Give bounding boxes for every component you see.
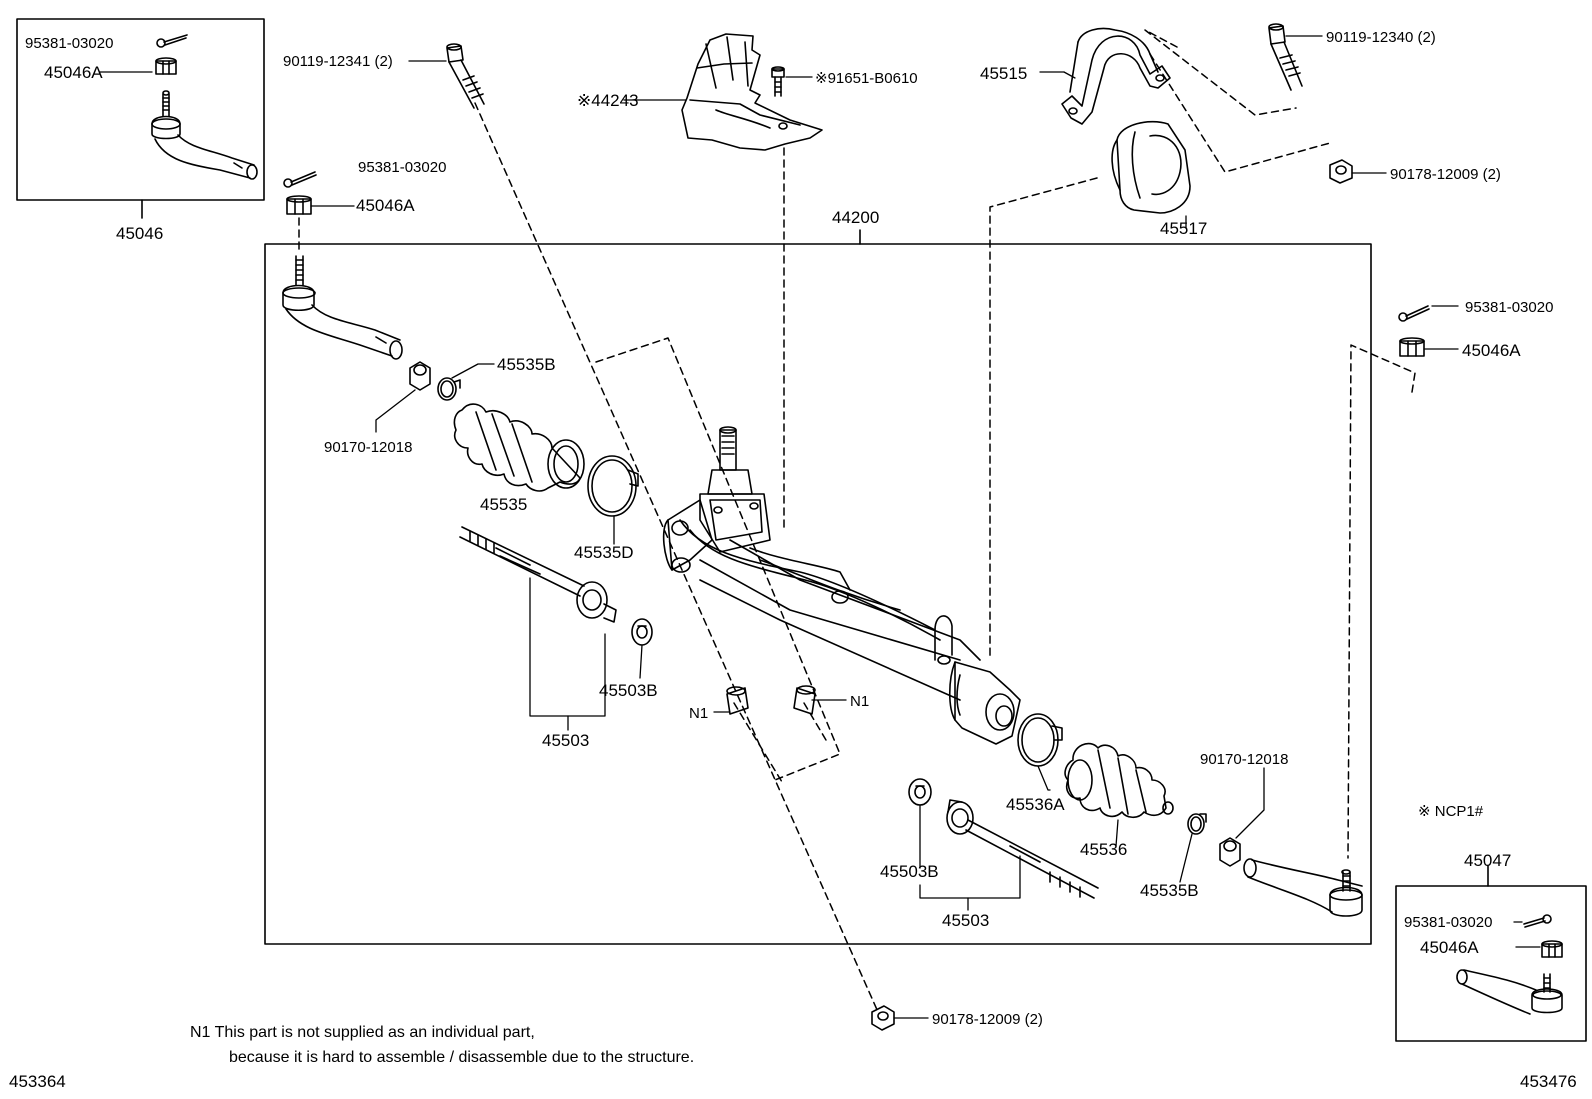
cotter-pin-icon xyxy=(1398,305,1430,322)
label-45535: 45535 xyxy=(480,495,527,514)
label-45046a: 45046A xyxy=(1462,341,1521,360)
clamp-ring-icon xyxy=(1017,713,1063,767)
label-45536a: 45536A xyxy=(1006,795,1065,814)
cotter-pin-icon xyxy=(1523,914,1552,928)
label-45046a: 45046A xyxy=(356,196,415,215)
label-45536: 45536 xyxy=(1080,840,1127,859)
cotter-pin-icon xyxy=(283,171,317,188)
label-45047: 45047 xyxy=(1464,851,1511,870)
bolt-icon xyxy=(1268,23,1303,91)
bracket-icon xyxy=(1061,27,1171,125)
label-45503: 45503 xyxy=(542,731,589,750)
lock-nut-icon xyxy=(409,361,431,391)
label-91651-b0610: ※91651-B0610 xyxy=(815,70,918,87)
small-clamp-icon xyxy=(437,377,461,401)
part-labels: 95381-03020 45046A 45046 90119-12341 (2)… xyxy=(25,29,1553,1028)
boot-icon xyxy=(1064,742,1174,819)
reference-number-left: 453364 xyxy=(9,1072,66,1091)
flange-nut-icon xyxy=(871,1005,895,1031)
boot-icon xyxy=(453,403,585,492)
label-45503b: 45503B xyxy=(880,862,939,881)
small-clamp-icon xyxy=(1187,813,1207,835)
footnote-line-2: because it is hard to assemble / disasse… xyxy=(229,1049,695,1066)
label-90178-12009: 90178-12009 (2) xyxy=(932,1011,1043,1028)
label-45535d: 45535D xyxy=(574,543,634,562)
label-45503: 45503 xyxy=(942,911,989,930)
label-44243: ※44243 xyxy=(577,91,639,110)
label-90170-12018: 90170-12018 xyxy=(1200,751,1288,768)
kit-45046-frame xyxy=(16,18,265,201)
screw-icon xyxy=(771,66,785,97)
reference-number-right: 453476 xyxy=(1520,1072,1577,1091)
heat-shield-icon xyxy=(681,33,823,151)
clamp-ring-icon xyxy=(587,455,639,517)
rack-housing-icon xyxy=(662,426,1021,745)
label-45503b: 45503B xyxy=(599,681,658,700)
label-90119-12340: 90119-12340 (2) xyxy=(1326,29,1436,46)
label-n1: N1 xyxy=(689,705,708,722)
label-45517: 45517 xyxy=(1160,219,1207,238)
kit-45046-parts xyxy=(99,34,258,180)
label-45535b: 45535B xyxy=(497,355,556,374)
label-45535b: 45535B xyxy=(1140,881,1199,900)
tie-rod-end-icon xyxy=(282,255,403,360)
label-44200: 44200 xyxy=(832,208,879,227)
lock-nut-icon xyxy=(1219,837,1241,867)
flange-nut-icon xyxy=(1329,159,1353,184)
label-90178-12009: 90178-12009 (2) xyxy=(1390,166,1501,183)
left-tie-rod-end-parts xyxy=(282,171,403,360)
inner-tie-rod-icon xyxy=(946,799,1099,899)
alignment-lines xyxy=(298,29,1416,1013)
label-ncp1: ※ NCP1# xyxy=(1418,803,1484,820)
bushing-icon xyxy=(1111,120,1191,214)
label-45046: 45046 xyxy=(116,224,163,243)
assembly-44200-frame xyxy=(264,243,1372,945)
tie-rod-end-icon xyxy=(1456,969,1563,1015)
inner-tie-rod-icon xyxy=(459,526,617,623)
label-95381-03020: 95381-03020 xyxy=(1404,914,1492,931)
tie-rod-end-icon xyxy=(1243,858,1363,917)
castle-nut-icon xyxy=(1541,940,1563,958)
footnote-line-1: N1 This part is not supplied as an indiv… xyxy=(190,1024,535,1041)
castle-nut-icon xyxy=(155,57,177,75)
label-45515: 45515 xyxy=(980,64,1027,83)
kit-45047-parts xyxy=(1456,914,1563,1015)
cotter-pin-icon xyxy=(156,34,188,48)
tie-rod-end-icon xyxy=(151,90,258,180)
lock-washer-icon xyxy=(908,778,932,806)
castle-nut-icon xyxy=(286,195,312,215)
label-n1: N1 xyxy=(850,693,869,710)
label-95381-03020: 95381-03020 xyxy=(25,35,113,52)
n1-insulator-icon xyxy=(793,685,816,715)
lock-washer-icon xyxy=(631,618,653,646)
label-45046a: 45046A xyxy=(44,63,103,82)
label-95381-03020: 95381-03020 xyxy=(1465,299,1553,316)
label-90119-12341: 90119-12341 (2) xyxy=(283,53,393,70)
n1-insulator-icon xyxy=(726,686,749,715)
kit-45047-frame xyxy=(1395,885,1587,1042)
label-95381-03020: 95381-03020 xyxy=(358,159,446,176)
castle-nut-icon xyxy=(1399,337,1425,357)
label-90170-12018: 90170-12018 xyxy=(324,439,412,456)
bolt-icon xyxy=(446,43,485,109)
label-45046a: 45046A xyxy=(1420,938,1479,957)
